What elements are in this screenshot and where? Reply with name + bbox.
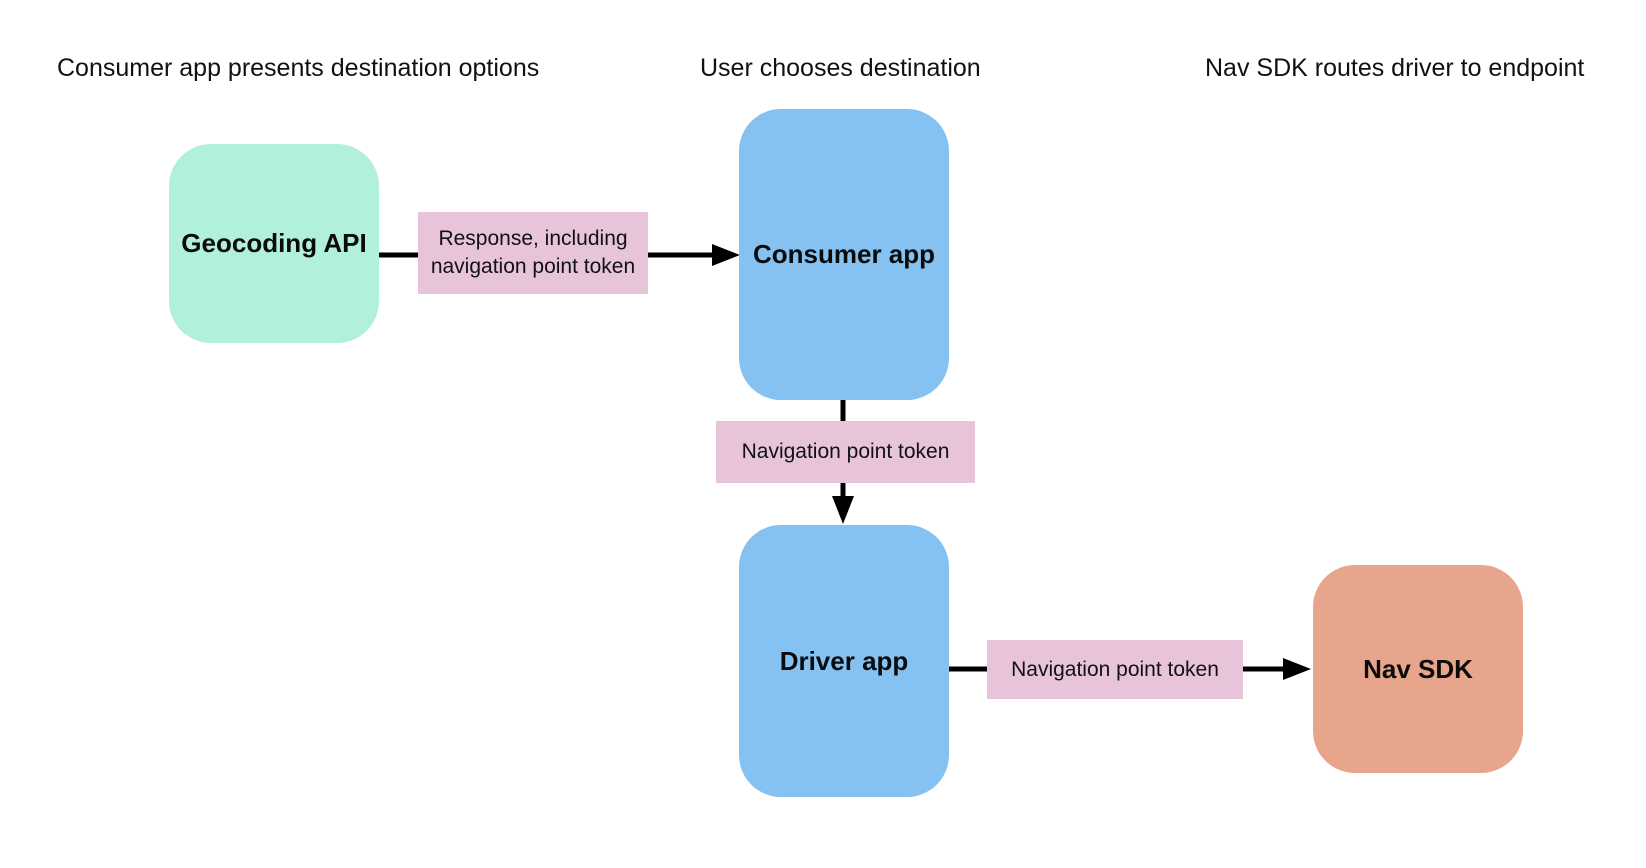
node-driver-app-label: Driver app bbox=[779, 645, 909, 676]
column-header-nav-sdk-routes: Nav SDK routes driver to endpoint bbox=[1205, 54, 1585, 82]
node-consumer-app-label: Consumer app bbox=[752, 239, 936, 269]
node-driver-app: Driver app bbox=[739, 525, 949, 797]
column-header-consumer-presents: Consumer app presents destination option… bbox=[57, 54, 540, 82]
node-nav-sdk: Nav SDK bbox=[1313, 565, 1523, 773]
node-consumer-app: Consumer app bbox=[739, 109, 949, 400]
edge-label-response-including-token: Response, including navigation point tok… bbox=[418, 212, 648, 294]
column-header-user-chooses: User chooses destination bbox=[700, 54, 981, 82]
node-geocoding-api: Geocoding API bbox=[169, 144, 379, 343]
node-nav-sdk-label: Nav SDK bbox=[1363, 653, 1473, 684]
node-geocoding-api-label: Geocoding API bbox=[181, 228, 367, 258]
edge-label-navigation-point-token-1: Navigation point token bbox=[716, 421, 975, 483]
edge-label-navigation-point-token-2: Navigation point token bbox=[987, 640, 1243, 699]
